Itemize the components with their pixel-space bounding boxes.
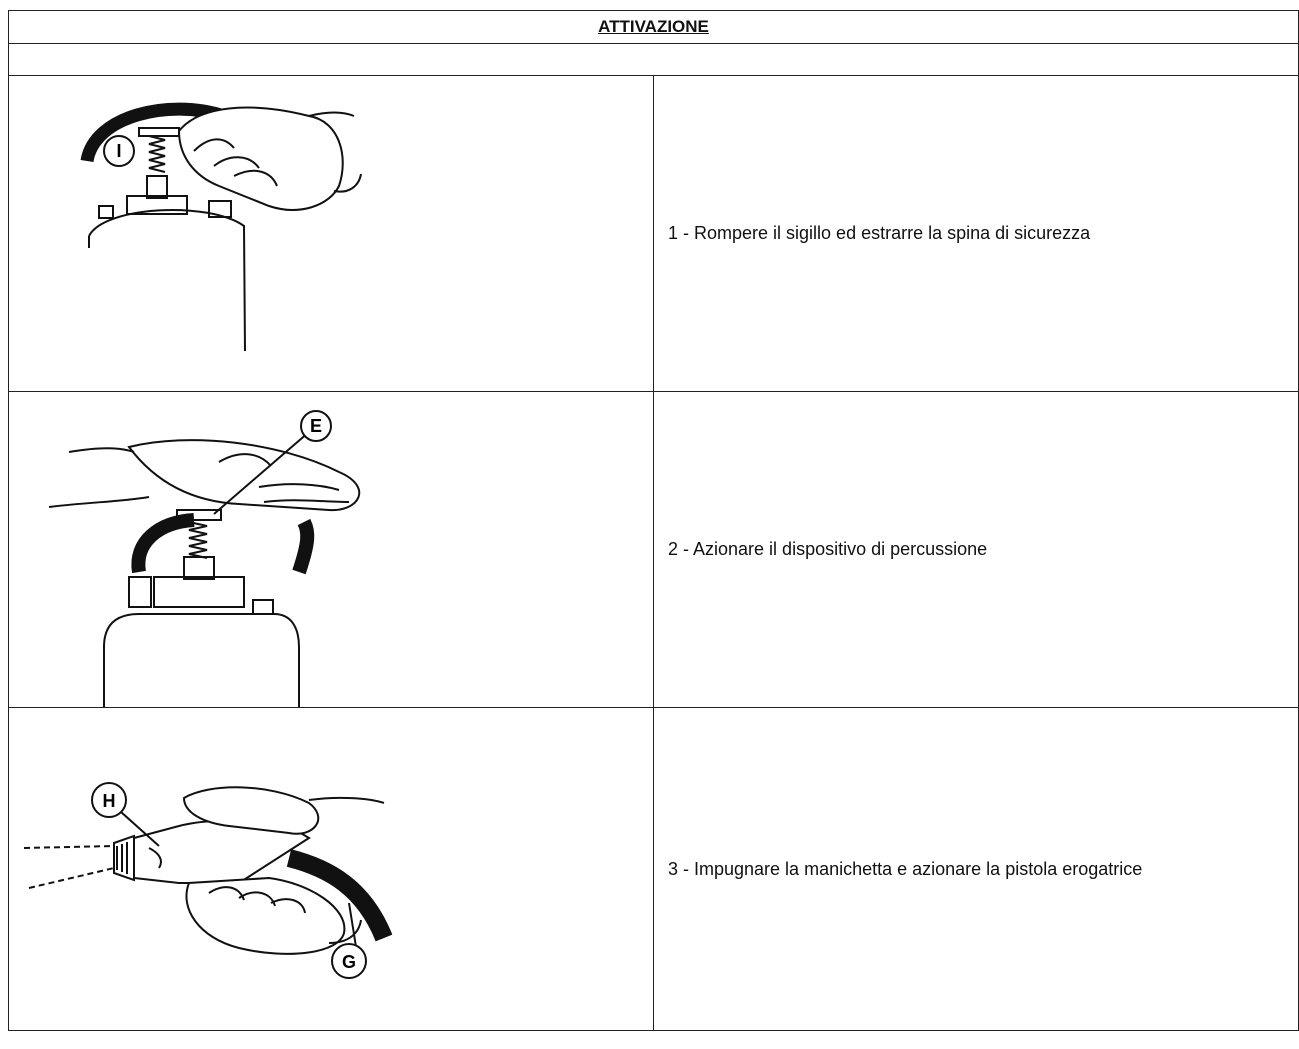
step-1-text: 1 - Rompere il sigillo ed estrarre la sp…: [653, 75, 1299, 392]
step-row-1: I 1 - Rompere il sigillo ed estrarre la …: [8, 75, 1299, 392]
step-row-3: H G 3 - Impugnare la manichetta e aziona…: [8, 707, 1299, 1031]
table-title: ATTIVAZIONE: [8, 10, 1299, 44]
callout-g-label: G: [342, 952, 356, 972]
callout-h: H: [91, 782, 127, 818]
step-row-2: E 2 - Azionare il dispositivo di percuss…: [8, 391, 1299, 708]
safety-pin-illustration: I: [80, 102, 362, 352]
activation-table: ATTIVAZIONE: [8, 10, 1299, 1031]
empty-cell: [8, 43, 1299, 76]
callout-i: I: [103, 135, 135, 167]
callout-h-label: H: [103, 791, 116, 811]
title-row: ATTIVAZIONE: [8, 10, 1299, 44]
step-1-illustration: I: [8, 75, 654, 392]
nozzle-illustration: H G: [23, 782, 393, 979]
document-page: ATTIVAZIONE: [8, 10, 1299, 1031]
callout-e: E: [300, 410, 332, 442]
step-3-text: 3 - Impugnare la manichetta e azionare l…: [653, 707, 1299, 1031]
callout-e-label: E: [310, 416, 322, 436]
percussion-illustration: E: [48, 410, 361, 707]
step-3-illustration: H G: [8, 707, 654, 1031]
blank-row: [8, 43, 1299, 76]
callout-i-label: I: [116, 141, 121, 161]
callout-g: G: [331, 943, 367, 979]
step-2-text: 2 - Azionare il dispositivo di percussio…: [653, 391, 1299, 708]
step-2-illustration: E: [8, 391, 654, 708]
